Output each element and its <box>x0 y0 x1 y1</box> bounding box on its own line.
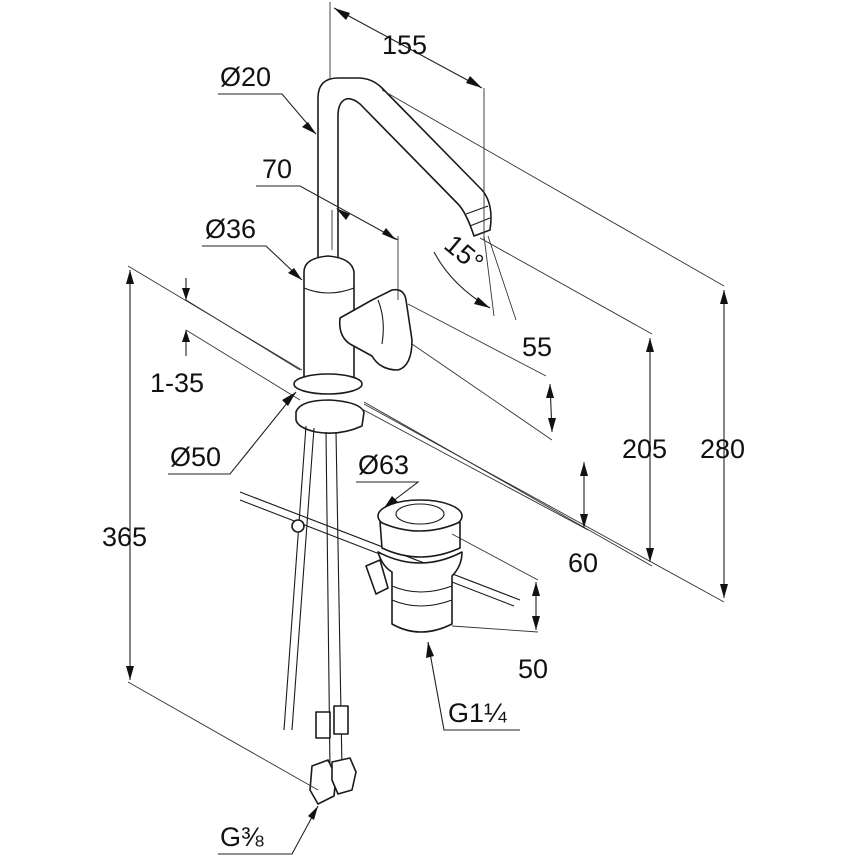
rod-clamp <box>291 519 305 533</box>
mixer-lever <box>338 288 413 371</box>
label-lever-height: 55 <box>522 332 552 362</box>
label-spout-diameter: Ø20 <box>220 62 271 92</box>
hose-nut-left <box>309 759 337 805</box>
label-total-height: 280 <box>700 434 745 464</box>
mounting-plate <box>295 399 365 434</box>
label-deck-thickness: 1-35 <box>150 368 204 398</box>
waste-thread-lines <box>391 585 453 607</box>
dimension-labels: 155 Ø20 70 Ø36 15° 55 1-35 Ø50 205 280 3… <box>102 30 745 852</box>
spout <box>317 77 492 263</box>
label-body-diameter: Ø36 <box>205 214 256 244</box>
label-base-diameter: Ø50 <box>170 442 221 472</box>
pull-rod <box>239 491 521 607</box>
waste-plug-inner <box>395 503 445 525</box>
label-lever-offset: 70 <box>262 154 292 184</box>
supply-hose-left <box>283 425 315 731</box>
base-ring <box>293 373 363 395</box>
label-hose-length: 365 <box>102 522 147 552</box>
label-waste-height: 50 <box>518 654 548 684</box>
label-outlet-height: 205 <box>622 434 667 464</box>
dimension-lines <box>126 2 728 855</box>
waste-clip <box>365 559 389 595</box>
hose-nut-right <box>331 757 357 795</box>
label-base-to-lever: 60 <box>568 548 598 578</box>
faucet-assembly <box>239 77 521 805</box>
body-band <box>303 287 355 294</box>
hose-fitting-left <box>315 711 331 739</box>
label-waste-thread: G1¼ <box>448 698 507 728</box>
hose-fitting-right <box>333 705 349 735</box>
lever-cap <box>377 299 384 345</box>
label-spout-reach: 155 <box>382 30 427 60</box>
waste-valve-body <box>379 521 461 558</box>
label-supply-thread: G⅜ <box>220 822 264 852</box>
label-waste-diameter: Ø63 <box>358 450 409 480</box>
